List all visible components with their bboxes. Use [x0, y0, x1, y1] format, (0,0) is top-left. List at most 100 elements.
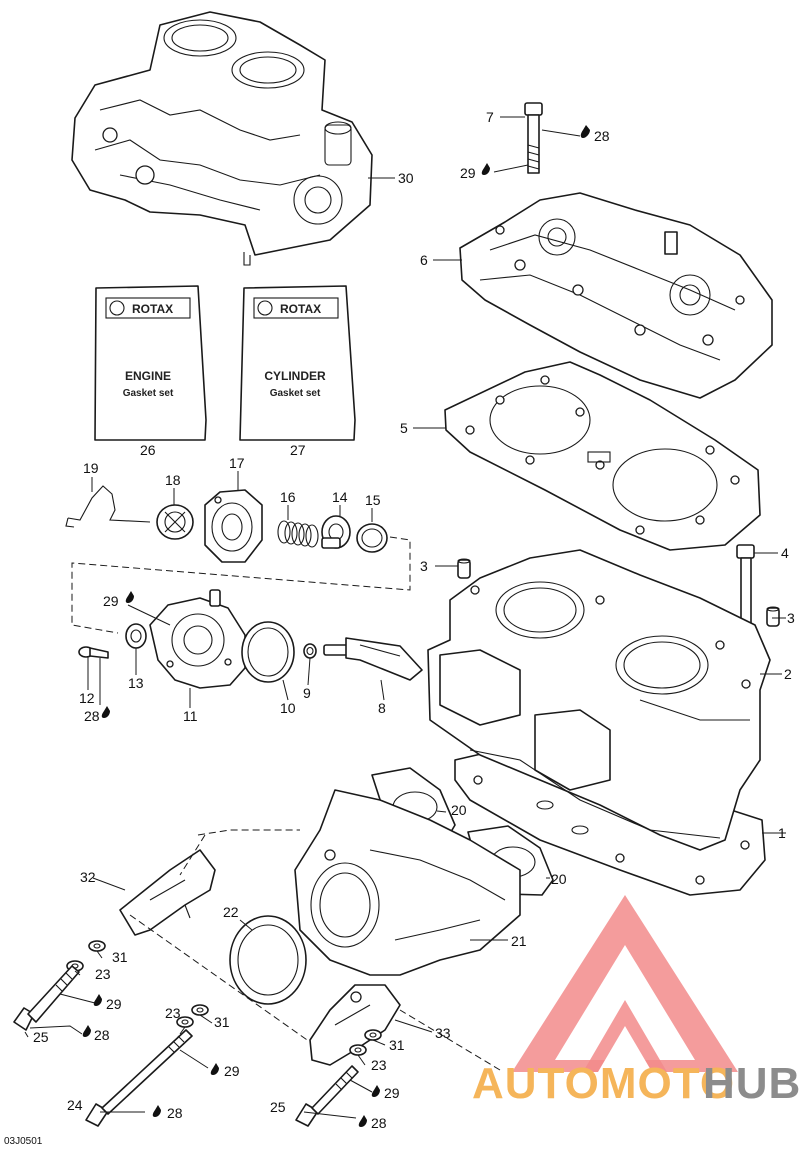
callout-28-e: 28	[371, 1115, 387, 1131]
manifold-ring-gasket	[229, 915, 307, 1005]
callout-30: 30	[398, 170, 414, 186]
callout-23-a: 23	[95, 966, 111, 982]
o-ring-15	[356, 523, 388, 553]
callout-6: 6	[420, 252, 428, 268]
callout-13: 13	[128, 675, 144, 691]
callout-11: 11	[183, 708, 198, 724]
engine-card-subtitle: Gasket set	[123, 388, 174, 399]
cylinder-head-screw	[524, 102, 543, 174]
callout-31-a: 31	[112, 949, 128, 965]
bracket-bolt-right	[295, 1065, 359, 1127]
callout-5: 5	[400, 420, 408, 436]
engine-card-title: ENGINE	[125, 369, 171, 383]
drop-icon	[580, 125, 590, 138]
callout-28-a: 28	[594, 128, 610, 144]
callout-numbers: 1 2 3 3 4 5 6 7 8 9 10 11 12 13 14 15 16…	[4, 109, 795, 1147]
drop-icon	[152, 1105, 161, 1117]
watermark-word-hub: HUB	[703, 1059, 800, 1108]
rave-valve-piston	[321, 515, 351, 549]
cylinder-block	[427, 549, 771, 851]
lubricant-drop-icons	[82, 125, 590, 1127]
callout-8: 8	[378, 700, 386, 716]
cylinder-card-title: CYLINDER	[264, 369, 326, 383]
automotohub-watermark-logo	[512, 895, 738, 1072]
assembly-reference-lines	[71, 536, 501, 1071]
callout-22: 22	[223, 904, 239, 920]
crankcase	[71, 11, 373, 266]
callout-28-c: 28	[94, 1027, 110, 1043]
callout-23-c: 23	[371, 1057, 387, 1073]
callout-31-c: 31	[389, 1037, 405, 1053]
callout-1: 1	[778, 825, 786, 841]
drop-icon	[82, 1025, 91, 1037]
bracket-bolt-left	[13, 965, 80, 1031]
drop-icon	[101, 706, 110, 718]
callout-18: 18	[165, 472, 181, 488]
callout-23-b: 23	[165, 1005, 181, 1021]
drop-icon	[371, 1085, 380, 1097]
seal-13	[125, 623, 147, 649]
callout-28-b: 28	[84, 708, 100, 724]
callout-3-upper: 3	[420, 558, 428, 574]
callout-29-a: 29	[460, 165, 476, 181]
callout-19: 19	[83, 460, 99, 476]
cylinder-head-gasket	[444, 361, 761, 551]
dowel-pin-upper	[457, 558, 471, 579]
callout-24: 24	[67, 1097, 83, 1113]
callout-12: 12	[79, 690, 95, 706]
cylinder-card-brand: ROTAX	[280, 302, 321, 316]
callout-4: 4	[781, 545, 789, 561]
callout-leader-lines	[24, 116, 786, 1119]
washer-a	[88, 940, 106, 952]
compression-spring	[277, 520, 319, 548]
callout-25-b: 25	[270, 1099, 286, 1115]
dowel-pin-right	[766, 606, 780, 627]
callout-17: 17	[229, 455, 245, 471]
washer-c	[191, 1004, 209, 1016]
automotohub-watermark-text: AUTOMOTO HUB	[472, 1059, 800, 1108]
callout-15: 15	[365, 492, 381, 508]
exhaust-manifold	[294, 789, 521, 976]
support-bracket-upper	[119, 849, 216, 936]
retaining-spring-clip	[65, 485, 151, 528]
valve-cap	[156, 504, 194, 540]
cylinder-card-subtitle: Gasket set	[270, 388, 321, 399]
support-bracket-lower	[309, 984, 401, 1066]
drop-icon	[358, 1115, 367, 1127]
rave-housing-cover	[204, 489, 263, 563]
callout-26: 26	[140, 442, 156, 458]
rave-valve-housing	[149, 589, 246, 689]
callout-20-upper: 20	[451, 802, 467, 818]
callout-2: 2	[784, 666, 792, 682]
housing-screw	[78, 646, 109, 659]
housing-gasket	[241, 621, 295, 683]
callout-25-a: 25	[33, 1029, 49, 1045]
callout-3-right: 3	[787, 610, 795, 626]
cylinder-head	[459, 192, 773, 399]
callout-14: 14	[332, 489, 348, 505]
callout-31-b: 31	[214, 1014, 230, 1030]
callout-29-b: 29	[103, 593, 119, 609]
callout-10: 10	[280, 700, 296, 716]
engine-card-brand: ROTAX	[132, 302, 173, 316]
callout-27: 27	[290, 442, 306, 458]
washer-e	[364, 1029, 382, 1041]
callout-33: 33	[435, 1025, 451, 1041]
drop-icon	[210, 1063, 219, 1075]
callout-29-e: 29	[384, 1085, 400, 1101]
callout-32: 32	[80, 869, 96, 885]
callout-16: 16	[280, 489, 296, 505]
callout-29-c: 29	[106, 996, 122, 1012]
callout-28-d: 28	[167, 1105, 183, 1121]
o-ring-9	[303, 643, 317, 659]
callout-21: 21	[511, 933, 527, 949]
callout-20-lower: 20	[551, 871, 567, 887]
callout-29-d: 29	[224, 1063, 240, 1079]
image-code: 03J0501	[4, 1136, 43, 1147]
drop-icon	[481, 163, 490, 175]
rave-valve-blade	[323, 637, 423, 681]
watermark-word-automoto: AUTOMOTO	[472, 1059, 735, 1108]
drop-icon	[125, 591, 134, 603]
callout-7: 7	[486, 109, 494, 125]
